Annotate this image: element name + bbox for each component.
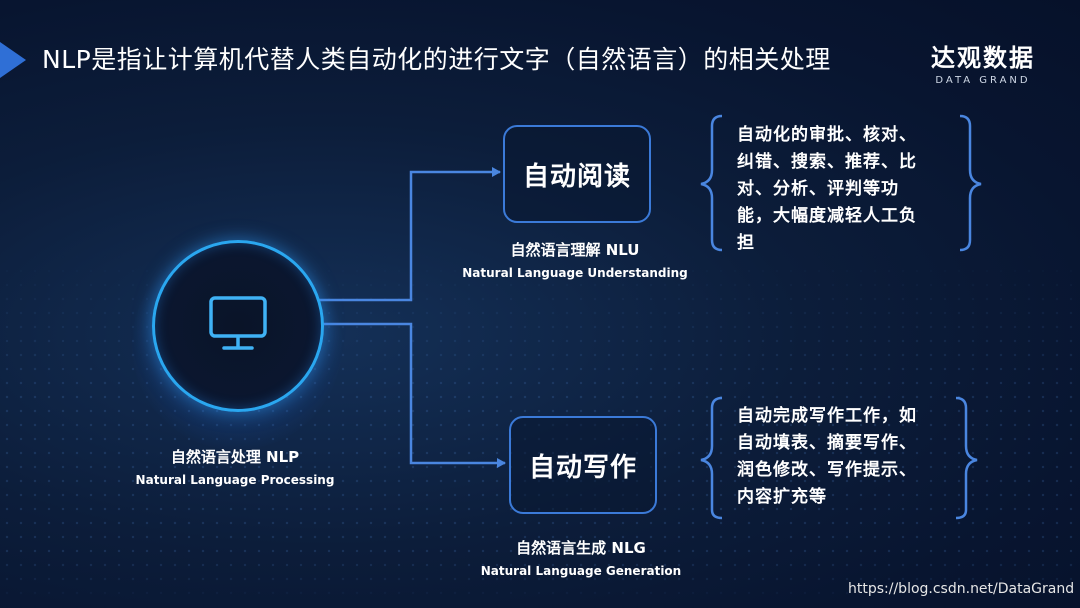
brand-name-cn: 达观数据	[931, 44, 1035, 72]
nlg-desc-line: 自动完成写作工作，如	[737, 406, 917, 426]
nlg-label-en: Natural Language Generation	[480, 564, 682, 578]
nlu-desc-line: 担	[737, 233, 755, 253]
brand-logo: 达观数据 DATA GRAND	[918, 38, 1048, 86]
nlg-caption: 自然语言生成 NLG Natural Language Generation	[466, 537, 696, 578]
brace-left-lower	[700, 396, 723, 520]
nlu-description: 自动化的审批、核对、 纠错、搜索、推荐、比 对、分析、评判等功 能，大幅度减轻人…	[737, 122, 917, 257]
monitor-icon	[209, 296, 267, 350]
connector-upper	[318, 167, 501, 302]
nlu-desc-line: 能，大幅度减轻人工负	[737, 206, 917, 226]
brace-right-lower	[955, 396, 978, 520]
nlg-label-cn: 自然语言生成 NLG	[516, 539, 646, 557]
nlu-desc-line: 纠错、搜索、推荐、比	[737, 152, 917, 172]
title-arrow-icon	[0, 42, 26, 78]
nlu-desc-line: 自动化的审批、核对、	[737, 125, 917, 145]
nlp-caption: 自然语言处理 NLP Natural Language Processing	[120, 446, 350, 487]
nlu-label-en: Natural Language Understanding	[462, 266, 688, 280]
nlu-label-cn: 自然语言理解 NLU	[510, 241, 640, 259]
nlp-label-en: Natural Language Processing	[135, 473, 335, 487]
nlg-desc-line: 自动填表、摘要写作、	[737, 433, 917, 453]
box-auto-writing: 自动写作	[509, 416, 657, 514]
brace-right-upper	[959, 114, 982, 252]
nlu-caption: 自然语言理解 NLU Natural Language Understandin…	[460, 239, 690, 280]
nlu-desc-line: 对、分析、评判等功	[737, 179, 899, 199]
brand-name-en: DATA GRAND	[935, 75, 1031, 86]
nlp-node	[152, 240, 324, 412]
nlg-description: 自动完成写作工作，如 自动填表、摘要写作、 润色修改、写作提示、 内容扩充等	[737, 403, 917, 511]
nlg-desc-line: 内容扩充等	[737, 487, 827, 507]
nlg-desc-line: 润色修改、写作提示、	[737, 460, 917, 480]
brace-left-upper	[700, 114, 723, 252]
connector-lower	[318, 322, 506, 468]
nlp-label-cn: 自然语言处理 NLP	[170, 448, 300, 466]
page-title: NLP是指让计算机代替人类自动化的进行文字（自然语言）的相关处理	[42, 45, 831, 74]
watermark: https://blog.csdn.net/DataGrand	[848, 581, 1075, 597]
box-auto-reading: 自动阅读	[503, 125, 651, 223]
